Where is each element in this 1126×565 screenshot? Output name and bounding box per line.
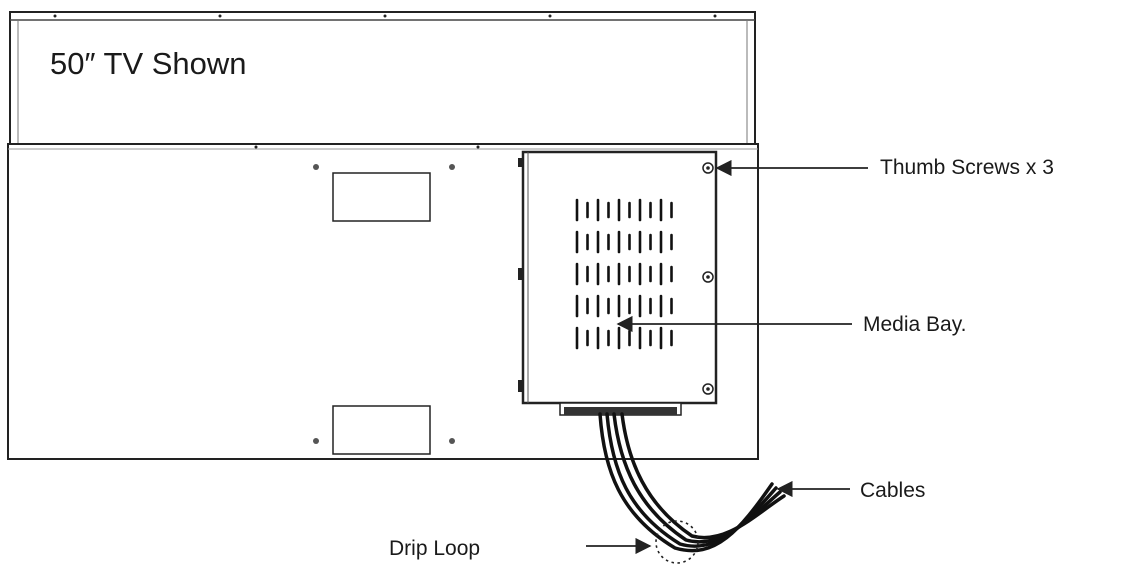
cables-label: Cables bbox=[860, 479, 925, 502]
media-bay-vent-slots bbox=[575, 198, 673, 350]
tv-top-frame bbox=[9, 11, 756, 145]
diagram-title: 50″ TV Shown bbox=[50, 46, 247, 81]
thumb-screws-label: Thumb Screws x 3 bbox=[880, 156, 1054, 179]
vesa-mount-plate-top bbox=[313, 164, 455, 222]
drip-loop-label: Drip Loop bbox=[389, 537, 480, 560]
vesa-mount-plate-bottom bbox=[313, 405, 455, 455]
cable-gland bbox=[559, 402, 682, 416]
media-bay bbox=[518, 150, 718, 405]
thumb-screw-top bbox=[702, 162, 714, 174]
thumb-screw-middle bbox=[702, 271, 714, 283]
cables bbox=[598, 412, 786, 553]
drip-loop-marker bbox=[655, 520, 699, 564]
thumb-screw-bottom bbox=[702, 383, 714, 395]
media-bay-label: Media Bay. bbox=[863, 313, 967, 336]
